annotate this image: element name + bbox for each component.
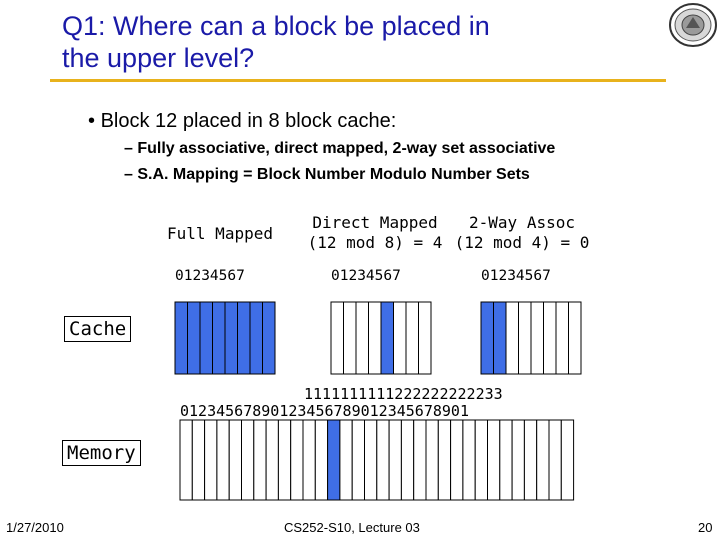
two-way-cell-4 bbox=[530, 301, 544, 375]
memory-ones-digits: 01234567890123456789012345678901 bbox=[180, 402, 469, 420]
two-way-cell-2 bbox=[505, 301, 519, 375]
two-way-cell-3 bbox=[518, 301, 532, 375]
memory-block-24 bbox=[474, 419, 489, 501]
two-way-cell-5 bbox=[543, 301, 557, 375]
memory-tens-digits: 1111111111222222222233 bbox=[304, 385, 503, 403]
full-mapped-cell-5 bbox=[237, 301, 251, 375]
memory-block-31 bbox=[560, 419, 575, 501]
full-mapped-cell-4 bbox=[224, 301, 238, 375]
memory-block-5 bbox=[241, 419, 255, 501]
main-bullet-text: Block 12 placed in 8 block cache: bbox=[100, 110, 397, 132]
memory-block-9 bbox=[290, 419, 304, 501]
title-divider bbox=[50, 79, 666, 82]
two-way-cell-6 bbox=[555, 301, 569, 375]
direct-mapped-cell-4 bbox=[380, 301, 394, 375]
memory-block-0 bbox=[179, 419, 193, 501]
memory-block-26 bbox=[499, 419, 513, 501]
memory-block-2 bbox=[204, 419, 218, 501]
memory-block-20 bbox=[425, 419, 439, 501]
memory-block-21 bbox=[437, 419, 452, 501]
memory-block-12 bbox=[327, 419, 341, 501]
memory-block-16 bbox=[376, 419, 390, 501]
memory-label: Memory bbox=[62, 440, 141, 466]
memory-block-22 bbox=[450, 419, 464, 501]
direct-mapped-header-line2: (12 mod 8) = 4 bbox=[307, 233, 443, 252]
direct-mapped-cell-0 bbox=[330, 301, 344, 375]
memory-block-1 bbox=[191, 419, 206, 501]
memory-block-6 bbox=[253, 419, 267, 501]
two-way-header: 2-Way Assoc (12 mod 4) = 0 bbox=[454, 213, 590, 253]
direct-mapped-indices: 01234567 bbox=[331, 268, 401, 284]
sub-bullet-2-text: S.A. Mapping = Block Number Modulo Numbe… bbox=[137, 166, 530, 183]
full-mapped-cell-2 bbox=[199, 301, 213, 375]
memory-block-27 bbox=[511, 419, 525, 501]
title-line-1: Q1: Where can a block be placed in bbox=[62, 11, 490, 41]
two-way-indices: 01234567 bbox=[481, 268, 551, 284]
direct-mapped-cell-1 bbox=[343, 301, 357, 375]
sub-bullet-2: – S.A. Mapping = Block Number Modulo Num… bbox=[124, 166, 530, 183]
footer-page-number: 20 bbox=[698, 520, 713, 535]
memory-block-3 bbox=[216, 419, 230, 501]
direct-mapped-header: Direct Mapped (12 mod 8) = 4 bbox=[300, 213, 450, 253]
two-way-header-line2: (12 mod 4) = 0 bbox=[454, 233, 590, 252]
full-mapped-cell-0 bbox=[174, 301, 188, 375]
memory-block-7 bbox=[265, 419, 279, 501]
memory-block-10 bbox=[302, 419, 316, 501]
footer-date: 1/27/2010 bbox=[6, 520, 64, 535]
sub-bullet-1: – Fully associative, direct mapped, 2-wa… bbox=[124, 140, 556, 157]
memory-block-11 bbox=[314, 419, 329, 501]
full-mapped-cell-6 bbox=[249, 301, 263, 375]
two-way-cell-0 bbox=[480, 301, 494, 375]
full-mapped-cell-3 bbox=[212, 301, 226, 375]
direct-mapped-cell-3 bbox=[368, 301, 382, 375]
two-way-header-line1: 2-Way Assoc bbox=[469, 213, 575, 232]
university-seal-icon bbox=[668, 2, 718, 48]
footer-course: CS252-S10, Lecture 03 bbox=[284, 520, 420, 535]
memory-block-19 bbox=[413, 419, 427, 501]
direct-mapped-cell-6 bbox=[405, 301, 419, 375]
direct-mapped-cell-2 bbox=[355, 301, 369, 375]
direct-mapped-cell-7 bbox=[418, 301, 432, 375]
direct-mapped-cell-5 bbox=[393, 301, 407, 375]
memory-block-25 bbox=[487, 419, 501, 501]
slide-title: Q1: Where can a block be placed in the u… bbox=[62, 10, 662, 74]
memory-block-23 bbox=[462, 419, 476, 501]
memory-block-15 bbox=[364, 419, 378, 501]
full-mapped-cell-7 bbox=[262, 301, 276, 375]
full-mapped-cell-1 bbox=[187, 301, 201, 375]
full-mapped-header: Full Mapped bbox=[162, 224, 278, 244]
memory-block-13 bbox=[339, 419, 353, 501]
memory-block-4 bbox=[228, 419, 242, 501]
memory-block-8 bbox=[277, 419, 292, 501]
memory-block-14 bbox=[351, 419, 366, 501]
full-mapped-header-line1: Full Mapped bbox=[167, 224, 273, 243]
sub-bullet-1-text: Fully associative, direct mapped, 2-way … bbox=[137, 140, 556, 157]
full-mapped-indices: 01234567 bbox=[175, 268, 245, 284]
two-way-cell-1 bbox=[493, 301, 507, 375]
cache-label: Cache bbox=[64, 316, 132, 342]
memory-block-18 bbox=[400, 419, 415, 501]
memory-block-30 bbox=[548, 419, 562, 501]
two-way-cell-7 bbox=[568, 301, 582, 375]
memory-block-28 bbox=[523, 419, 538, 501]
memory-block-29 bbox=[536, 419, 550, 501]
main-bullet: • Block 12 placed in 8 block cache: bbox=[88, 110, 397, 132]
memory-block-17 bbox=[388, 419, 402, 501]
title-line-2: the upper level? bbox=[62, 43, 255, 73]
direct-mapped-header-line1: Direct Mapped bbox=[312, 213, 438, 232]
